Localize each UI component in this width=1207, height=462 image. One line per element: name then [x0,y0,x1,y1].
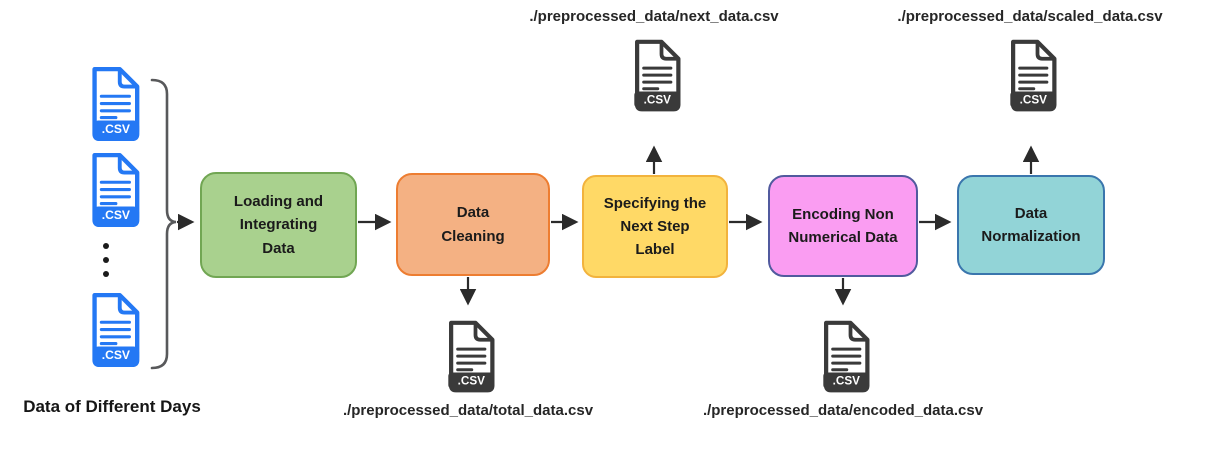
csv-badge-label: .CSV [102,122,130,136]
step-loading-integrating-data: Loading and Integrating Data [200,172,357,278]
output-next-data: ./preprocessed_data/next_data.csv .CSV [494,8,814,113]
vertical-ellipsis-icon [103,243,109,277]
csv-badge-label: .CSV [458,375,486,388]
step-encoding-non-numerical: Encoding Non Numerical Data [768,175,918,277]
file-path-label: ./preprocessed_data/next_data.csv [529,8,779,25]
csv-file-icon: .CSV [81,66,143,142]
source-caption: Data of Different Days [23,397,201,416]
csv-file-icon: .CSV [1000,39,1060,113]
csv-file-icon: .CSV [624,39,684,113]
csv-file-icon: .CSV [438,320,498,394]
csv-badge-label: .CSV [833,375,861,388]
file-path-label: ./preprocessed_data/total_data.csv [342,402,594,419]
step-data-normalization: Data Normalization [957,175,1105,275]
step-specifying-next-step-label: Specifying the Next Step Label [582,175,728,278]
output-total-data: .CSV ./preprocessed_data/total_data.csv [308,320,628,419]
file-path-label: ./preprocessed_data/scaled_data.csv [897,8,1163,25]
step-data-cleaning: Data Cleaning [396,173,550,276]
csv-badge-label: .CSV [644,94,672,107]
file-path-label: ./preprocessed_data/encoded_data.csv [702,402,984,419]
csv-file-icon: .CSV [81,152,143,228]
csv-file-icon: .CSV [813,320,873,394]
csv-file-icon: .CSV [81,292,143,368]
csv-badge-label: .CSV [102,208,130,222]
output-scaled-data: ./preprocessed_data/scaled_data.csv .CSV [870,8,1190,113]
csv-badge-label: .CSV [1020,94,1048,107]
output-encoded-data: .CSV ./preprocessed_data/encoded_data.cs… [683,320,1003,419]
grouping-brace [150,78,177,370]
csv-badge-label: .CSV [102,348,130,362]
